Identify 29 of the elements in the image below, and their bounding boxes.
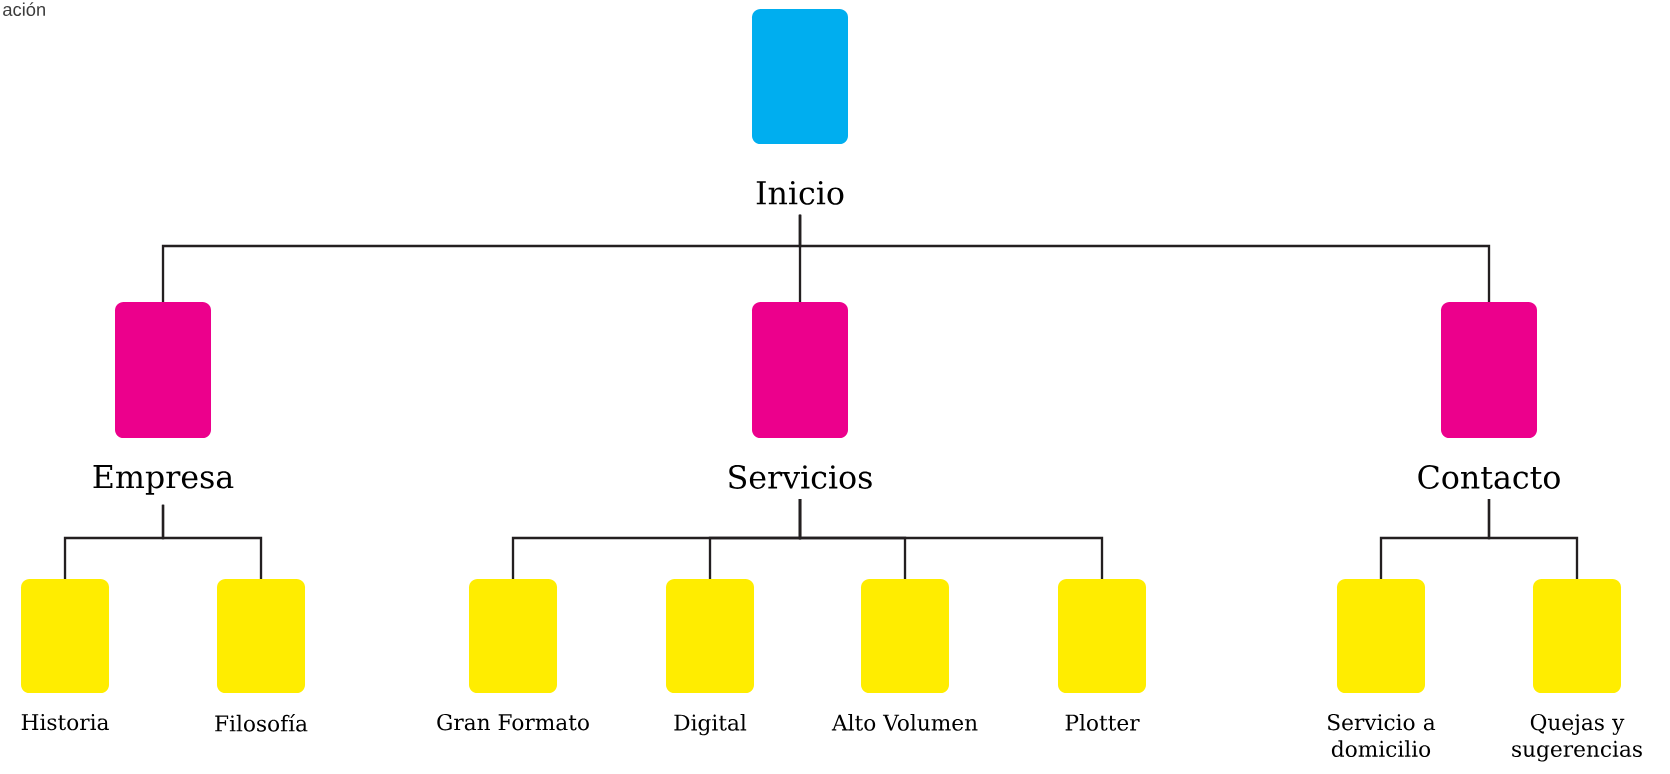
connector-line <box>1487 498 1579 579</box>
node-label: Historia <box>21 713 109 731</box>
node-label: Contacto <box>1418 465 1560 489</box>
page-box: Historia <box>21 579 109 731</box>
node-label: Servicios <box>729 465 872 489</box>
page-box: Gran Formato <box>437 579 589 731</box>
node-label: Quejas y sugerencias <box>1512 714 1642 762</box>
text-fragment: ación <box>3 2 45 16</box>
connector-line <box>161 504 263 579</box>
node-label: Filosofía <box>215 713 308 732</box>
page-box: Filosofía <box>215 579 308 732</box>
node-label: Empresa <box>93 465 234 495</box>
connector-line <box>798 214 1491 302</box>
page-box: Quejas y sugerencias <box>1512 579 1642 762</box>
page-box: Empresa <box>93 302 234 495</box>
page-box: Alto Volumen <box>831 579 978 731</box>
page-box: Servicios <box>729 302 872 489</box>
page-box: Servicio a domicilio <box>1328 579 1436 758</box>
connector-line <box>798 498 1104 579</box>
node-label: Inicio <box>756 181 844 205</box>
page-box: Digital <box>666 579 754 736</box>
node-label: Gran Formato <box>437 714 589 731</box>
node-label: Alto Volumen <box>831 713 978 731</box>
node-label: Plotter <box>1065 713 1140 731</box>
page-box: Inicio <box>752 9 848 205</box>
node-label: Servicio a domicilio <box>1328 714 1436 758</box>
page-box: Plotter <box>1058 579 1146 731</box>
node-label: Digital <box>674 713 747 736</box>
page-box: Contacto <box>1418 302 1560 489</box>
